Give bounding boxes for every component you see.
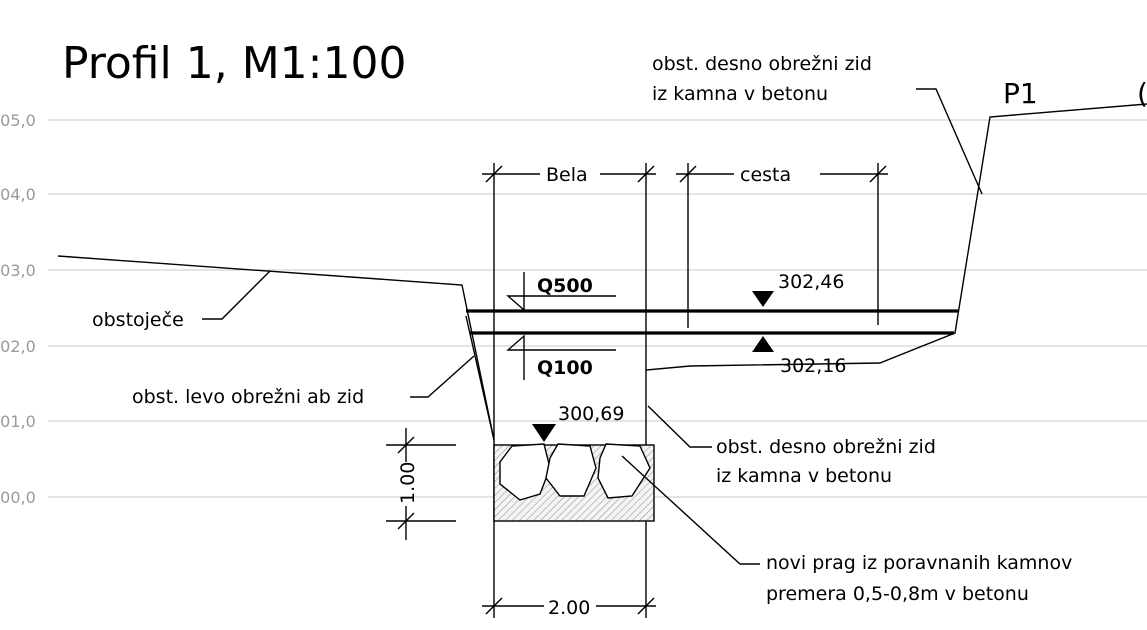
label-new-sill-1: novi prag iz poravnanih kamnov	[766, 552, 1072, 574]
label-new-sill-2: premera 0,5-0,8m v betonu	[766, 583, 1029, 605]
level-grid	[48, 119, 1147, 498]
label-right-wall-mid-2: iz kamna v betonu	[716, 465, 892, 487]
q100-marker: Q100	[506, 334, 616, 380]
label-right-wall-top-1: obst. desno obrežni zid	[652, 53, 872, 75]
width-label: 2.00	[548, 597, 590, 619]
width-dimension: 2.00	[482, 522, 656, 619]
triangle-high-icon	[752, 291, 774, 307]
section-label-cesta: cesta	[740, 164, 791, 186]
label-right-wall-top-2: iz kamna v betonu	[652, 83, 828, 105]
leader-right-wall-mid	[647, 405, 712, 448]
profile-mark-p1: P1	[1003, 77, 1038, 110]
height-dimension: 1.00	[386, 428, 456, 540]
level-label-305: 305,0	[0, 111, 36, 130]
q100-label: Q100	[537, 357, 593, 379]
level-label-300: 300,0	[0, 488, 36, 507]
stone-1-icon	[499, 443, 551, 501]
leader-left-wall	[410, 355, 475, 398]
new-sill-block	[493, 443, 655, 522]
leader-right-wall-top	[916, 88, 983, 195]
label-left-wall: obst. levo obrežni ab zid	[132, 386, 364, 408]
leader-new-sill	[621, 455, 760, 565]
right-bank-line	[645, 103, 1147, 522]
height-label: 1.00	[397, 462, 419, 504]
triangle-sill-icon	[532, 424, 556, 442]
level-labels: 305,0 304,0 303,0 302,0 301,0 300,0	[0, 111, 36, 507]
level-label-303: 303,0	[0, 261, 36, 280]
stone-3-icon	[597, 443, 651, 499]
label-existing-terrain: obstoječe	[92, 309, 184, 331]
section-label-bela: Bela	[546, 164, 588, 186]
existing-terrain-line	[57, 255, 495, 441]
section-dimension: Bela cesta	[482, 163, 888, 440]
elevation-high: 302,46	[778, 271, 844, 293]
left-wall-line	[465, 315, 495, 441]
level-label-301: 301,0	[0, 412, 36, 431]
level-label-304: 304,0	[0, 185, 36, 204]
q500-label: Q500	[537, 275, 593, 297]
elevation-low: 302,16	[780, 355, 846, 377]
stone-2-icon	[545, 443, 597, 497]
label-right-wall-mid-1: obst. desno obrežni zid	[716, 436, 936, 458]
level-label-302: 302,0	[0, 337, 36, 356]
leader-existing-terrain	[202, 270, 271, 320]
elevation-sill: 300,69	[558, 403, 624, 425]
q500-marker: Q500	[506, 272, 616, 312]
triangle-low-icon	[752, 336, 774, 352]
drawing-title: Profil 1, M1:100	[62, 38, 406, 89]
profile-mark-next: (	[1137, 77, 1147, 110]
